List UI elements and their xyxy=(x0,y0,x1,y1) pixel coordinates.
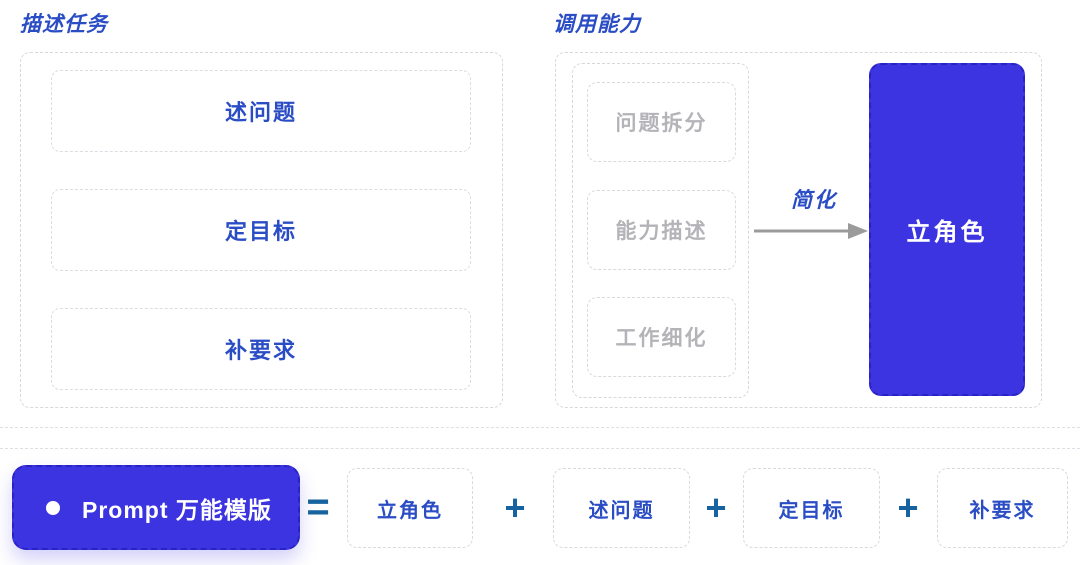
arrow-right-icon xyxy=(752,221,870,241)
task-box-label: 述问题 xyxy=(224,100,297,125)
formula-box-label: 补要求 xyxy=(969,499,1036,522)
set-role-label: 立角色 xyxy=(906,219,988,246)
prompt-template-button: Prompt 万能模版 xyxy=(12,465,300,550)
prompt-template-label: Prompt 万能模版 xyxy=(82,496,272,523)
describe-task-title: 描述任务 xyxy=(20,13,108,36)
formula-box-label: 述问题 xyxy=(588,499,655,522)
capability-box-problem-split: 问题拆分 xyxy=(587,82,736,162)
set-role-result-box: 立角色 xyxy=(869,63,1025,396)
task-box-label: 定目标 xyxy=(224,219,297,244)
task-box-add-requirements: 补要求 xyxy=(51,308,471,390)
equals-sign: = xyxy=(306,485,330,529)
divider-line-top xyxy=(0,427,1080,428)
capability-box-label: 问题拆分 xyxy=(615,112,708,135)
formula-box-set-role: 立角色 xyxy=(347,468,473,548)
plus-sign: + xyxy=(705,486,727,528)
task-box-state-problem: 述问题 xyxy=(51,70,471,152)
capability-box-ability-describe: 能力描述 xyxy=(587,190,736,270)
describe-task-panel: 述问题 定目标 补要求 xyxy=(20,52,503,408)
formula-box-add-requirements: 补要求 xyxy=(937,468,1068,548)
divider-line-bottom xyxy=(0,448,1080,449)
capability-box-work-refine: 工作细化 xyxy=(587,297,736,377)
bullet-dot-icon xyxy=(46,500,60,515)
formula-box-state-problem: 述问题 xyxy=(553,468,690,548)
capability-box-label: 能力描述 xyxy=(615,220,708,243)
formula-box-label: 立角色 xyxy=(377,499,443,522)
invoke-capability-title: 调用能力 xyxy=(553,13,641,36)
task-box-label: 补要求 xyxy=(224,338,297,363)
capability-box-label: 工作细化 xyxy=(615,327,708,350)
simplify-arrow-label: 简化 xyxy=(791,189,837,212)
invoke-capability-panel: 问题拆分 能力描述 工作细化 xyxy=(555,52,1042,408)
formula-box-label: 定目标 xyxy=(778,499,845,522)
capability-group: 问题拆分 能力描述 工作细化 xyxy=(572,63,749,398)
plus-sign: + xyxy=(897,486,919,528)
plus-sign: + xyxy=(504,486,526,528)
task-box-set-goal: 定目标 xyxy=(51,189,471,271)
formula-box-set-goal: 定目标 xyxy=(743,468,880,548)
